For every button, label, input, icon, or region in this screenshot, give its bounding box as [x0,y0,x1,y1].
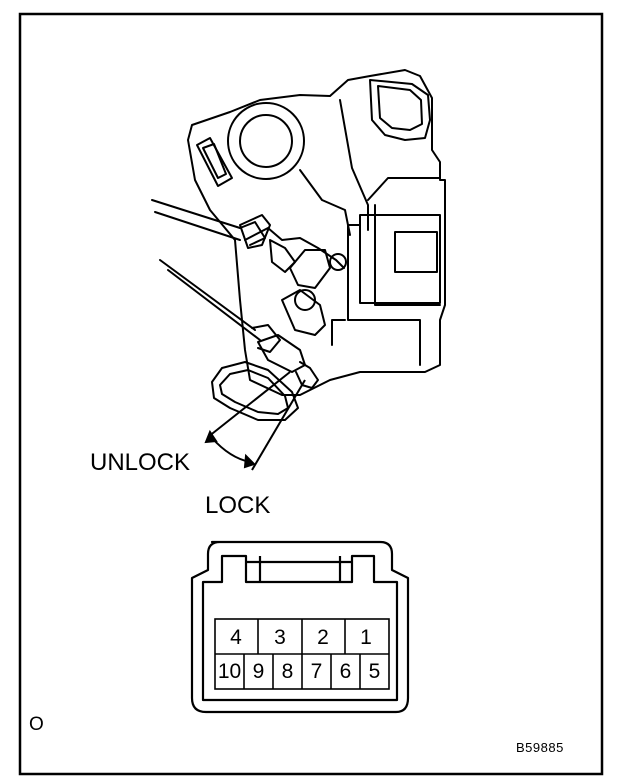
pin-label: 6 [339,660,352,683]
pin-label: 2 [317,626,329,649]
corner-mark: O [29,714,44,735]
connector-outline [190,540,410,714]
pin-label: 7 [310,660,323,683]
motion-indicator [204,371,306,471]
pin-label: 1 [360,626,372,649]
pin-label: 4 [230,626,242,649]
pin-label: 9 [252,660,265,683]
figure-border [18,12,604,776]
pin-label: 3 [274,626,286,649]
lock-label: LOCK [205,492,271,519]
unlock-label: UNLOCK [90,449,191,476]
pin-label: 10 [217,660,242,683]
figure-code: B59885 [516,740,564,755]
connector-pin-grid [214,618,390,690]
pin-label: 8 [281,660,294,683]
door-lock-assembly [151,69,446,421]
pin-label: 5 [368,660,381,683]
